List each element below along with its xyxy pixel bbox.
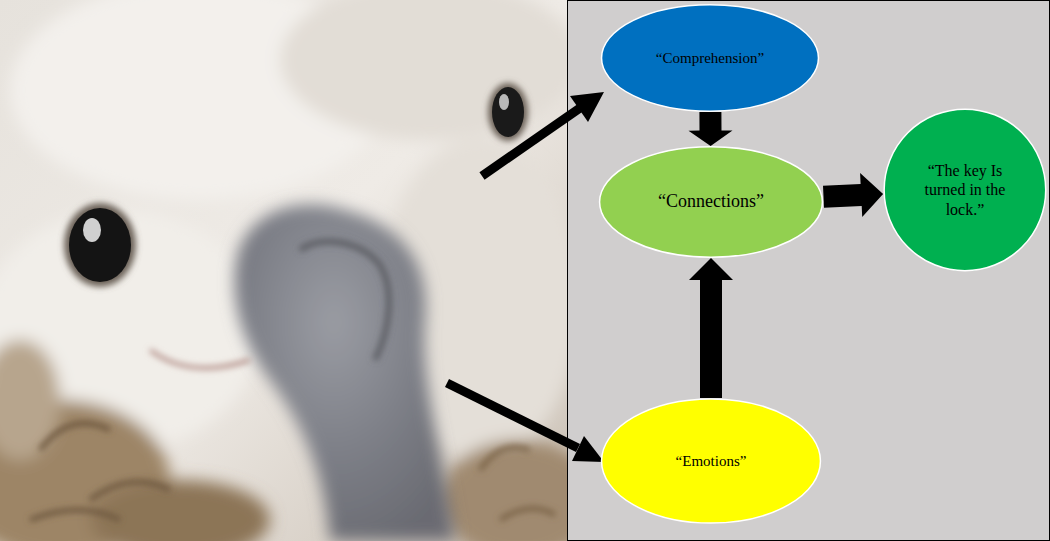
pointer-arrow xyxy=(447,383,604,462)
bird-photo xyxy=(0,0,600,541)
ellipse-node: “Emotions” xyxy=(600,398,822,524)
bird-eye xyxy=(64,203,136,287)
text-holder: “Connections” xyxy=(658,191,764,213)
node-label: “The key Is turned in the lock.” xyxy=(906,161,1024,219)
node-label: “Connections” xyxy=(658,191,764,213)
ellipse-node: “Connections” xyxy=(598,146,824,258)
block-arrow xyxy=(689,112,733,146)
node-label: “Comprehension” xyxy=(656,49,764,67)
text-holder: “Emotions” xyxy=(676,452,747,470)
bird-eye xyxy=(488,83,528,141)
text-holder: “The key Is turned in the lock.” xyxy=(906,161,1024,219)
node-label: “Emotions” xyxy=(676,452,747,470)
ellipse-node: “Comprehension” xyxy=(600,4,820,112)
panel xyxy=(568,1,1050,541)
block-arrow xyxy=(689,258,733,398)
text-holder: “Comprehension” xyxy=(656,49,764,67)
block-arrow xyxy=(823,173,883,217)
pointer-arrow xyxy=(482,92,604,176)
circle-node: “The key Is turned in the lock.” xyxy=(883,108,1047,272)
